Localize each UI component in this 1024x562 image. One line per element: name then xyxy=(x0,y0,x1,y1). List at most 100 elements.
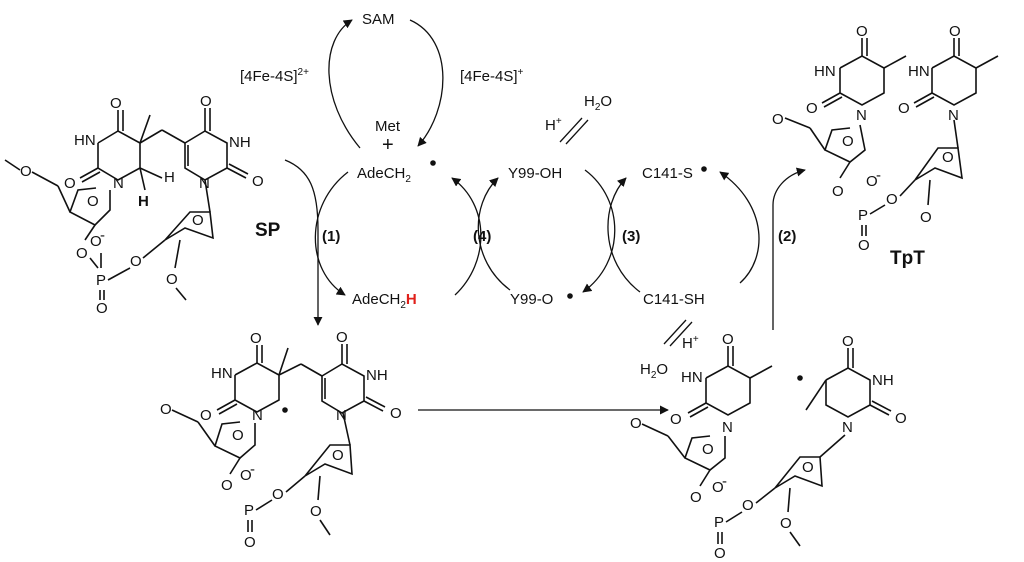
catalytic-cycle: SAM [4Fe-4S]2+ [4Fe-4S]+ Met + AdeCH2 Ad… xyxy=(240,11,796,381)
tpt-molecule: O HN O N O HN O N O O O O - P O O O O Tp… xyxy=(772,23,999,269)
svg-text:O: O xyxy=(702,441,714,458)
svg-text:O: O xyxy=(742,497,754,514)
svg-text:O: O xyxy=(630,415,642,432)
equilibrium-top: H+ H2O xyxy=(545,93,612,145)
svg-text:P: P xyxy=(714,514,724,531)
sp-label: SP xyxy=(255,220,281,241)
svg-text:O: O xyxy=(842,333,854,350)
svg-text:O: O xyxy=(920,209,932,226)
svg-text:O: O xyxy=(221,477,233,494)
adech2-radical-dot xyxy=(430,160,436,166)
svg-text:O: O xyxy=(842,133,854,150)
svg-text:O: O xyxy=(856,23,868,40)
svg-text:O: O xyxy=(772,111,784,128)
svg-text:O: O xyxy=(252,173,264,190)
svg-text:HN: HN xyxy=(681,369,703,386)
svg-text:O: O xyxy=(690,489,702,506)
svg-text:P: P xyxy=(244,502,254,519)
svg-text:O: O xyxy=(130,253,142,270)
sp-molecule: O HN O N H H O NH O N O O O P O - O O xyxy=(4,93,281,317)
svg-text:O: O xyxy=(670,411,682,428)
svg-text:O: O xyxy=(96,300,108,317)
svg-text:O: O xyxy=(310,503,322,520)
thymine-allyl-radical-intermediate: O HN O N O NH O N O O O O - P O O O O xyxy=(630,331,907,562)
svg-text:H: H xyxy=(164,169,175,186)
svg-text:N: N xyxy=(113,175,124,192)
svg-text:N: N xyxy=(842,419,853,436)
svg-text:N: N xyxy=(336,407,347,424)
c141-arrow-up xyxy=(607,177,641,293)
c141-s-label: C141-S xyxy=(642,165,693,182)
step-label-3: (3) xyxy=(622,228,640,245)
adech2-radical-label: AdeCH2 xyxy=(357,165,411,185)
svg-text:O: O xyxy=(780,515,792,532)
svg-text:-: - xyxy=(250,461,255,478)
svg-text:O: O xyxy=(806,100,818,117)
svg-text:O: O xyxy=(390,405,402,422)
sp-to-radical-arrow xyxy=(284,159,323,326)
sp-radical-intermediate: O HN O N O NH O N O O O O - P O O O O xyxy=(160,329,402,551)
step-label-2: (2) xyxy=(778,228,796,245)
svg-text:-: - xyxy=(722,473,727,490)
svg-text:HN: HN xyxy=(74,132,96,149)
svg-text:N: N xyxy=(722,419,733,436)
svg-text:N: N xyxy=(948,107,959,124)
svg-text:O: O xyxy=(192,212,204,229)
step-label-4: (4) xyxy=(473,228,491,245)
met-to-sam-arrow xyxy=(328,19,361,149)
step1-arrow xyxy=(314,171,349,296)
svg-text:O: O xyxy=(110,95,122,112)
sam-to-radical-arrow xyxy=(409,19,444,147)
step-label-1: (1) xyxy=(322,228,340,245)
svg-text:O: O xyxy=(87,193,99,210)
svg-text:O: O xyxy=(76,245,88,262)
svg-text:HN: HN xyxy=(814,63,836,80)
plus-sign: + xyxy=(382,134,394,156)
radical-to-tpt-arrow xyxy=(772,167,806,330)
adech2h-label: AdeCH2H xyxy=(352,291,417,311)
equilibrium-bottom: H+ H2O xyxy=(640,319,699,381)
svg-text:N: N xyxy=(252,407,263,424)
svg-text:O: O xyxy=(160,401,172,418)
svg-text:H2O: H2O xyxy=(640,361,668,381)
y99-arrow-up xyxy=(477,177,511,291)
svg-text:O: O xyxy=(866,173,878,190)
svg-text:O: O xyxy=(200,407,212,424)
svg-text:O: O xyxy=(232,427,244,444)
svg-text:O: O xyxy=(858,237,870,254)
svg-text:H2O: H2O xyxy=(584,93,612,113)
svg-text:O: O xyxy=(886,191,898,208)
svg-text:O: O xyxy=(240,467,252,484)
svg-text:O: O xyxy=(244,534,256,551)
svg-text:O: O xyxy=(64,175,76,192)
c141-arrow-down xyxy=(719,171,760,284)
svg-text:O: O xyxy=(949,23,961,40)
y99-o-label: Y99-O xyxy=(510,291,553,308)
svg-text:N: N xyxy=(856,107,867,124)
svg-text:O: O xyxy=(332,447,344,464)
fe4s-plus-label: [4Fe-4S]+ xyxy=(460,67,524,85)
y99-arrow-down xyxy=(582,169,616,293)
c141-s-radical-dot xyxy=(701,166,707,172)
reaction-arrows xyxy=(284,159,806,415)
svg-text:-: - xyxy=(100,227,105,244)
svg-text:O: O xyxy=(942,149,954,166)
svg-text:H: H xyxy=(138,193,149,210)
y99-o-radical-dot xyxy=(567,293,573,299)
carbon-radical-dot xyxy=(282,407,288,413)
c141-sh-label: C141-SH xyxy=(643,291,705,308)
svg-text:O: O xyxy=(90,233,102,250)
svg-text:N: N xyxy=(199,175,210,192)
svg-text:H+: H+ xyxy=(545,116,562,134)
svg-text:O: O xyxy=(272,486,284,503)
svg-text:H+: H+ xyxy=(682,334,699,352)
svg-text:O: O xyxy=(722,331,734,348)
svg-text:O: O xyxy=(250,330,262,347)
svg-text:P: P xyxy=(858,207,868,224)
svg-text:NH: NH xyxy=(229,134,251,151)
svg-text:O: O xyxy=(832,183,844,200)
tpt-label: TpT xyxy=(890,248,925,269)
svg-text:NH: NH xyxy=(366,367,388,384)
svg-text:O: O xyxy=(802,459,814,476)
